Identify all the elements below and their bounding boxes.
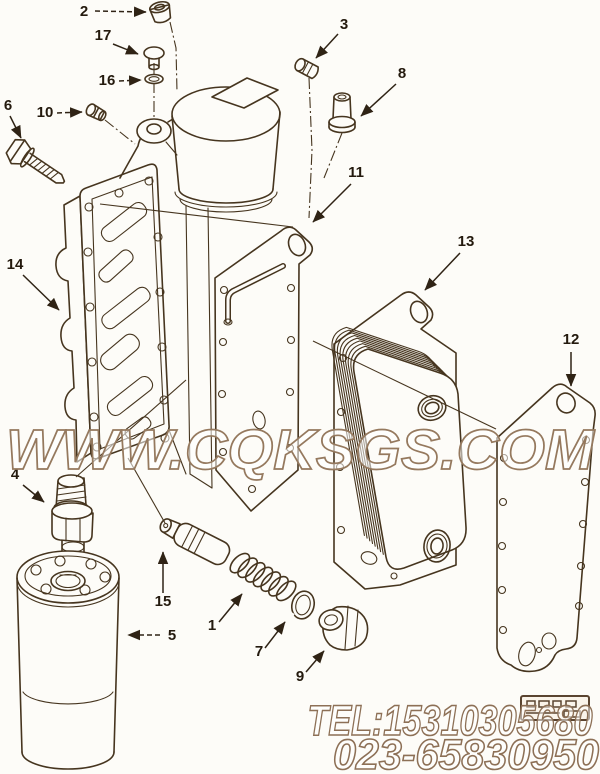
valve-parts <box>159 518 369 651</box>
top-hardware <box>5 0 356 219</box>
oil-cooler-core <box>331 326 467 570</box>
callout-5: 5 <box>168 627 176 644</box>
callout-17: 17 <box>95 27 112 44</box>
callout-6: 6 <box>4 97 12 114</box>
callout-4: 4 <box>11 466 20 483</box>
cup-plug-8 <box>328 92 356 134</box>
plug-17 <box>143 46 165 71</box>
top-flag-notch <box>211 77 279 109</box>
callout-10: 10 <box>37 104 54 121</box>
seal-ring <box>287 590 316 621</box>
callout-numbers: 2 17 16 10 6 3 8 11 13 12 14 4 15 5 1 7 … <box>4 3 580 685</box>
plate-13-holes <box>335 353 398 580</box>
housing-ribs <box>98 201 154 440</box>
callout-16: 16 <box>99 72 116 89</box>
filter-adapter <box>51 474 94 564</box>
plug-3 <box>294 57 319 80</box>
bypass-tube <box>223 263 286 326</box>
callout-8: 8 <box>398 65 406 82</box>
gasket-11-holes <box>217 283 296 494</box>
bypass-plunger <box>159 518 231 566</box>
callout-15: 15 <box>155 593 172 610</box>
gasket-11 <box>214 226 314 512</box>
boss-ring <box>136 118 172 144</box>
callout-12: 12 <box>563 331 580 348</box>
oil-cooler-housing <box>55 77 281 489</box>
callout-leaders <box>9 6 577 673</box>
callout-1: 1 <box>208 617 216 634</box>
callout-3: 3 <box>340 16 348 33</box>
callout-7: 7 <box>255 643 263 660</box>
gasket-12-holes <box>497 435 591 667</box>
gasket-12 <box>496 383 596 673</box>
callout-9: 9 <box>296 668 304 685</box>
washer-16 <box>144 73 164 85</box>
filter-top-holes <box>30 555 111 596</box>
valve-spring <box>229 552 297 602</box>
callout-14: 14 <box>7 256 24 273</box>
housing-bolt-holes <box>83 176 170 452</box>
filter-head-cylinder <box>171 77 281 213</box>
watermark-text: WWW.CQKSGS.COM <box>6 418 596 482</box>
callout-13: 13 <box>458 233 475 250</box>
hex-plug <box>318 605 369 651</box>
oil-filter-cartridge <box>16 550 120 770</box>
core-port-rings <box>417 394 451 563</box>
manufacturer-stamp <box>520 695 590 721</box>
phone-line-1: TEL:15310305680 <box>308 697 593 745</box>
plug-2 <box>148 0 172 24</box>
assembly-lines <box>75 203 497 524</box>
callout-2: 2 <box>80 3 88 20</box>
plug-10 <box>85 103 107 122</box>
callout-11: 11 <box>348 164 364 181</box>
hex-bolt <box>5 138 66 184</box>
phone-line-2: 023-65830950 <box>333 731 599 774</box>
